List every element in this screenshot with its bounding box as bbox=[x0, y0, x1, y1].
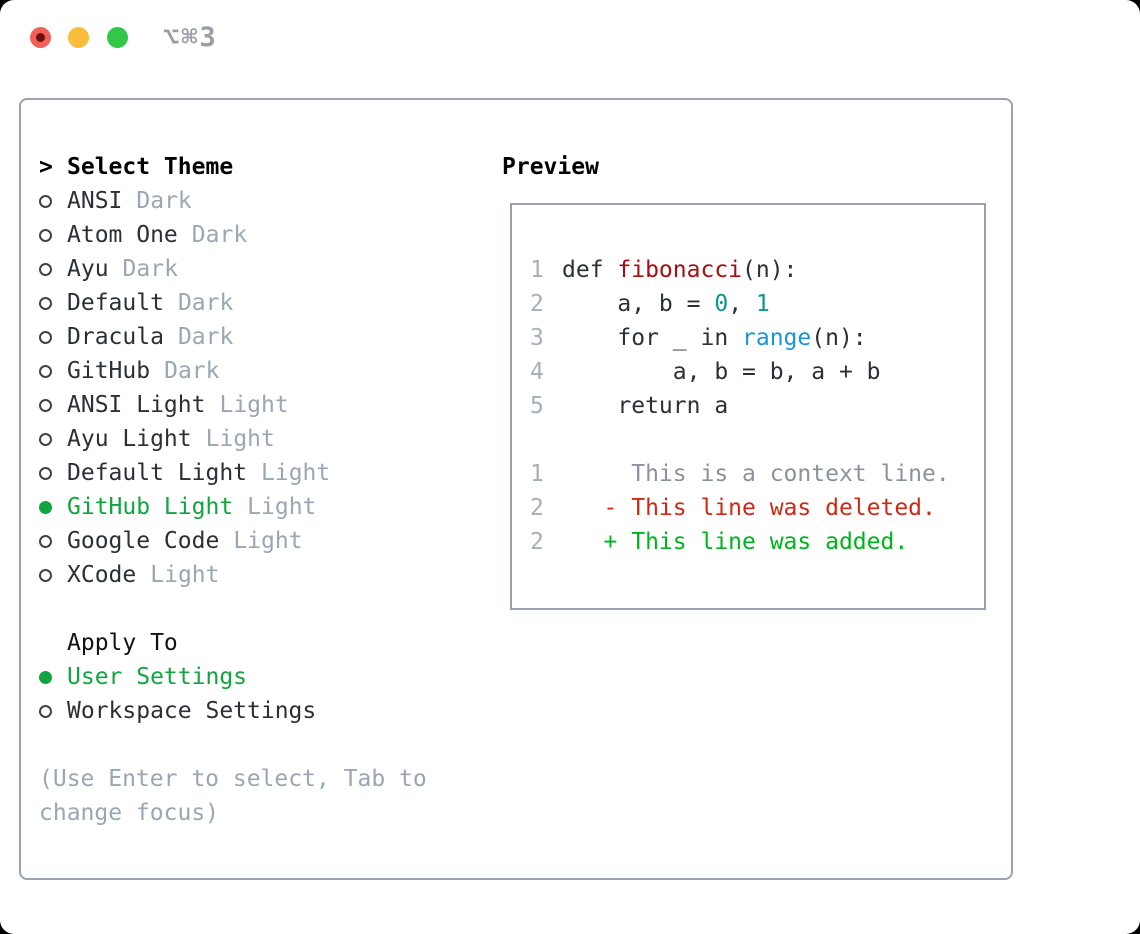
keyboard-hint-line1: (Use Enter to select, Tab to bbox=[39, 766, 427, 792]
diff-deleted-line: 2 - This line was deleted. bbox=[530, 491, 950, 525]
zoom-button[interactable] bbox=[107, 27, 128, 48]
apply-option-workspace-settings[interactable]: Workspace Settings bbox=[39, 694, 427, 728]
apply-option-user-settings[interactable]: User Settings bbox=[39, 660, 427, 694]
line-number: 2 bbox=[530, 495, 544, 521]
theme-picker-panel: > Select Theme ANSI Dark Atom One Dark A… bbox=[19, 98, 1013, 880]
theme-option-default-dark[interactable]: Default Dark bbox=[39, 286, 427, 320]
code-line: 5 return a bbox=[530, 389, 950, 423]
code-line: 4 a, b = b, a + b bbox=[530, 355, 950, 389]
theme-variant-badge: Dark bbox=[164, 358, 220, 384]
diff-context-line: 1 This is a context line. bbox=[530, 457, 950, 491]
apply-to-header: Apply To bbox=[39, 626, 427, 660]
theme-option-xcode[interactable]: XCode Light bbox=[39, 558, 427, 592]
theme-variant-badge: Dark bbox=[191, 222, 248, 248]
theme-option-google-code[interactable]: Google Code Light bbox=[39, 524, 427, 558]
theme-variant-badge: Light bbox=[219, 392, 289, 418]
code-line: 3 for _ in range(n): bbox=[530, 321, 950, 355]
theme-variant-badge: Light bbox=[150, 562, 220, 588]
radio-icon bbox=[39, 568, 52, 582]
theme-variant-badge: Light bbox=[205, 426, 275, 452]
radio-icon bbox=[39, 194, 52, 208]
theme-list-header: > Select Theme bbox=[39, 150, 427, 184]
radio-icon bbox=[39, 228, 52, 242]
diff-added-line: 2 + This line was added. bbox=[530, 525, 950, 559]
code-line: 1 def fibonacci(n): bbox=[530, 253, 950, 287]
theme-option-default-light[interactable]: Default Light Light bbox=[39, 456, 427, 490]
apply-to-title: Apply To bbox=[67, 630, 178, 656]
theme-list: > Select Theme ANSI Dark Atom One Dark A… bbox=[39, 150, 427, 830]
close-button[interactable] bbox=[30, 27, 51, 48]
theme-variant-badge: Dark bbox=[177, 290, 234, 316]
theme-variant-badge: Dark bbox=[136, 188, 192, 214]
select-theme-title: Select Theme bbox=[67, 154, 234, 180]
radio-icon bbox=[39, 364, 52, 378]
theme-variant-badge: Light bbox=[247, 494, 317, 520]
theme-option-ansi-light[interactable]: ANSI Light Light bbox=[39, 388, 427, 422]
code-line: 2 a, b = 0, 1 bbox=[530, 287, 950, 321]
radio-icon bbox=[39, 330, 52, 344]
code-preview: 1 def fibonacci(n): 2 a, b = 0, 1 3 for … bbox=[530, 253, 950, 559]
theme-option-ayu-light[interactable]: Ayu Light Light bbox=[39, 422, 427, 456]
minimize-button[interactable] bbox=[68, 27, 89, 48]
theme-option-ansi-dark[interactable]: ANSI Dark bbox=[39, 184, 427, 218]
theme-variant-badge: Dark bbox=[177, 324, 234, 350]
line-number: 1 bbox=[530, 257, 544, 283]
radio-icon bbox=[39, 398, 52, 412]
theme-option-github-light[interactable]: GitHub Light Light bbox=[39, 490, 427, 524]
line-number: 3 bbox=[530, 325, 544, 351]
radio-icon bbox=[39, 296, 52, 310]
radio-selected-icon bbox=[39, 500, 52, 514]
theme-option-atom-one-dark[interactable]: Atom One Dark bbox=[39, 218, 427, 252]
titlebar: ⌥⌘3 bbox=[0, 0, 1140, 74]
preview-box: 1 def fibonacci(n): 2 a, b = 0, 1 3 for … bbox=[510, 203, 986, 610]
radio-icon bbox=[39, 704, 52, 718]
theme-variant-badge: Dark bbox=[122, 256, 178, 282]
radio-icon bbox=[39, 262, 52, 276]
theme-variant-badge: Light bbox=[261, 460, 331, 486]
radio-icon bbox=[39, 432, 52, 446]
theme-option-dracula-dark[interactable]: Dracula Dark bbox=[39, 320, 427, 354]
radio-icon bbox=[39, 534, 52, 548]
line-number: 1 bbox=[530, 461, 544, 487]
radio-icon bbox=[39, 466, 52, 480]
line-number: 4 bbox=[530, 359, 544, 385]
theme-variant-badge: Light bbox=[233, 528, 303, 554]
prompt-arrow-icon: > bbox=[39, 154, 53, 180]
keyboard-hint-line2: change focus) bbox=[39, 800, 220, 826]
line-number: 5 bbox=[530, 393, 544, 419]
preview-title: Preview bbox=[502, 154, 599, 180]
theme-option-github-dark[interactable]: GitHub Dark bbox=[39, 354, 427, 388]
line-number: 2 bbox=[530, 291, 544, 317]
theme-option-ayu-dark[interactable]: Ayu Dark bbox=[39, 252, 427, 286]
window-title: ⌥⌘3 bbox=[163, 22, 218, 53]
line-number: 2 bbox=[530, 529, 544, 555]
radio-selected-icon bbox=[39, 670, 52, 684]
